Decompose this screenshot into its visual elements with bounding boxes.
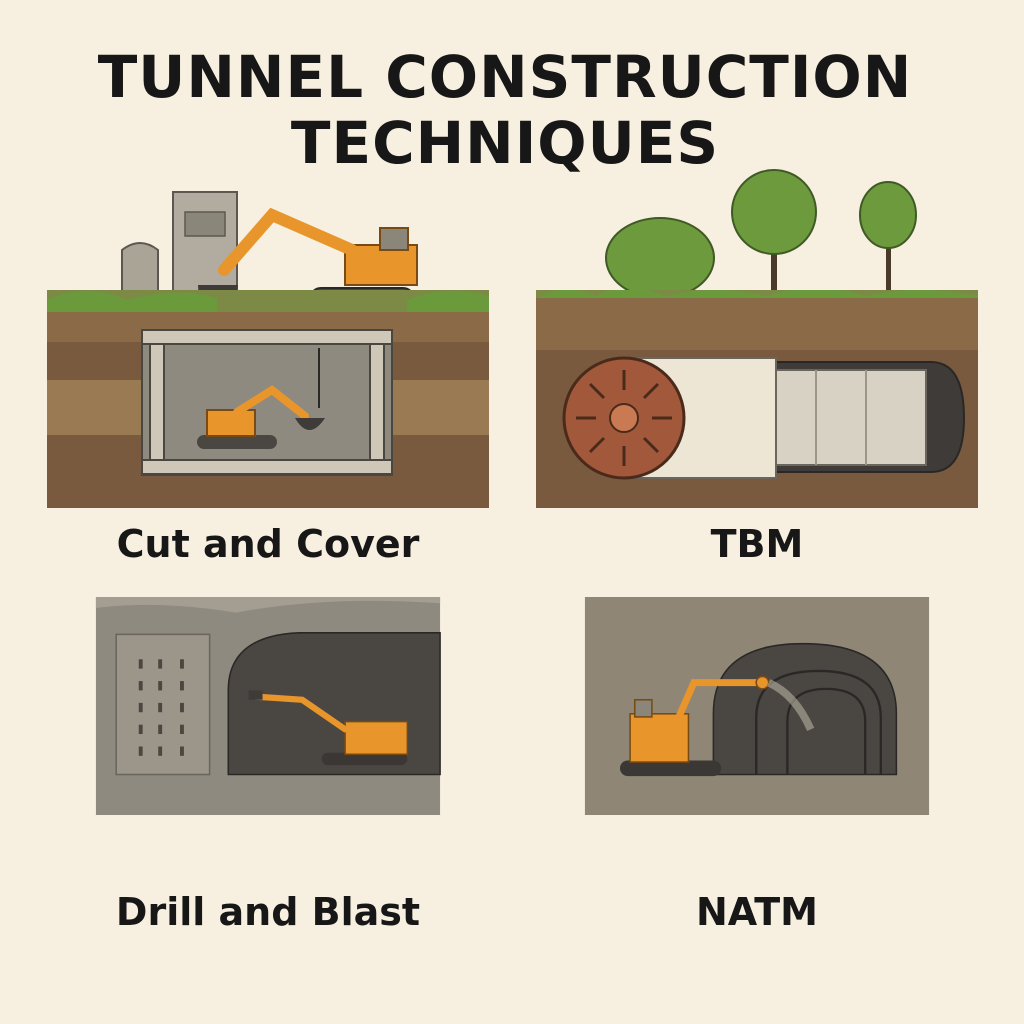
title-line-1: TUNNEL CONSTRUCTION: [97, 43, 913, 111]
drill-and-blast-illustration: [47, 597, 489, 815]
natm-illustration: [536, 597, 978, 815]
title-line-2: TECHNIQUES: [290, 109, 720, 177]
buildings: [121, 191, 238, 301]
top-scenery: [121, 169, 917, 318]
page-title: TUNNEL CONSTRUCTION TECHNIQUES: [0, 44, 1010, 176]
caption-drill-and-blast: Drill and Blast: [115, 890, 421, 934]
caption-tbm: TBM: [710, 522, 804, 566]
cut-and-cover-illustration: [47, 290, 489, 508]
caption-cut-and-cover: Cut and Cover: [116, 522, 420, 566]
caption-natm: NATM: [696, 890, 818, 934]
trees: [605, 169, 917, 299]
tbm-illustration: [536, 290, 978, 508]
